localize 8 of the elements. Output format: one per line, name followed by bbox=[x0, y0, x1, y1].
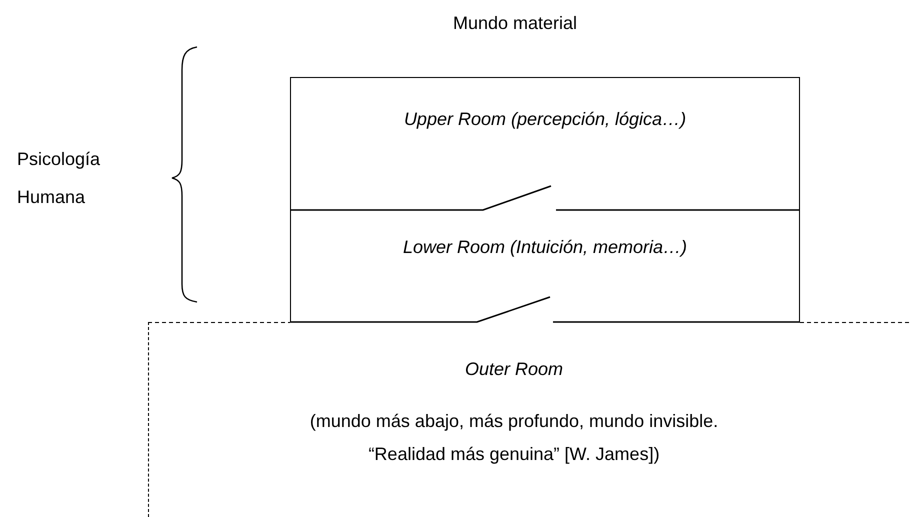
side-label: Psicología Humana bbox=[17, 148, 102, 209]
heading-label: Mundo material bbox=[452, 12, 578, 35]
room-box bbox=[290, 210, 800, 322]
room-title: Lower Room (Intuición, memoria…) bbox=[402, 236, 688, 259]
room-description: (mundo más abajo, más profundo, mundo invisible. “Realidad más genuina” [W. James]) bbox=[308, 410, 720, 466]
room-box bbox=[290, 77, 800, 210]
room-title: Upper Room (percepción, lógica…) bbox=[404, 108, 686, 131]
room-title: Outer Room bbox=[464, 358, 564, 381]
